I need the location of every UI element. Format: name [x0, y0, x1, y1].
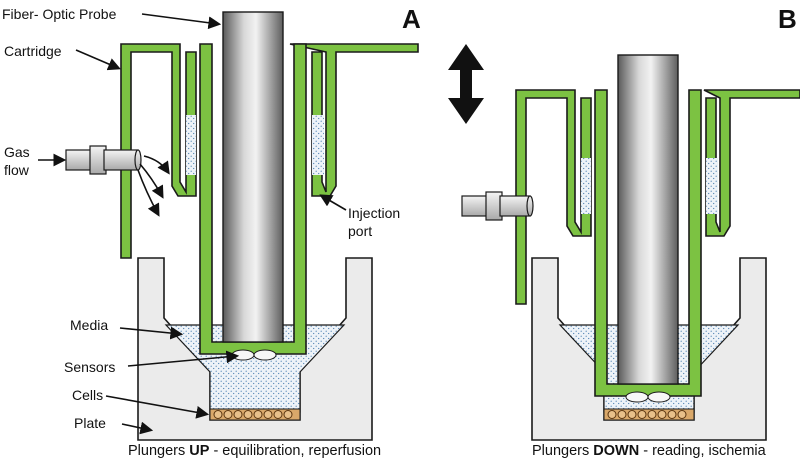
- label-probe: Fiber- Optic Probe: [2, 6, 117, 22]
- fiber-optic-probe-a: [222, 11, 284, 343]
- double-arrow-vertical-icon: [448, 44, 484, 124]
- cartridge-left-a: [120, 43, 197, 259]
- cartridge-right-a: [289, 43, 419, 197]
- port-media-b-left: [581, 158, 591, 214]
- panel-letter-a: A: [402, 4, 421, 34]
- pointer-cartridge: [75, 49, 121, 71]
- caption-a: Plungers UP - equilibration, reperfusion: [128, 443, 381, 459]
- pointer-probe: [141, 13, 222, 30]
- caption-b: Plungers DOWN - reading, ischemia: [532, 443, 767, 459]
- port-media-b-right: [706, 158, 718, 214]
- label-sensors: Sensors: [64, 359, 115, 375]
- label-cells: Cells: [72, 387, 103, 403]
- gas-nozzle-a: [65, 145, 142, 175]
- port-media-a-right: [312, 115, 324, 175]
- cell-row-a: [213, 410, 293, 419]
- port-media-a-left: [186, 115, 196, 175]
- label-gas: Gas: [4, 144, 30, 160]
- gas-flow-arrows: [137, 155, 170, 217]
- pointer-injection: [319, 194, 347, 211]
- pointer-sensors: [127, 350, 240, 367]
- pointer-media: [119, 326, 184, 340]
- sensors-b: [625, 391, 671, 403]
- cartridge-left-b: [515, 89, 592, 305]
- gas-nozzle-b: [461, 191, 534, 221]
- label-plate: Plate: [74, 415, 106, 431]
- fiber-optic-probe-b: [617, 54, 679, 385]
- panel-letter-b: B: [778, 4, 797, 34]
- label-flow: flow: [4, 162, 30, 178]
- label-cartridge: Cartridge: [4, 43, 62, 59]
- cartridge-right-b: [703, 89, 800, 237]
- cell-row-b: [607, 410, 687, 419]
- panel-b: B Plungers DOWN - reading, ischemia: [448, 4, 800, 459]
- pointer-plate: [121, 421, 154, 435]
- label-port: port: [348, 223, 372, 239]
- panel-a: Fiber- Optic Probe Cartridge Gas flow In…: [2, 4, 421, 459]
- label-media: Media: [70, 317, 108, 333]
- label-injection: Injection: [348, 205, 400, 221]
- pointer-cells: [105, 395, 210, 419]
